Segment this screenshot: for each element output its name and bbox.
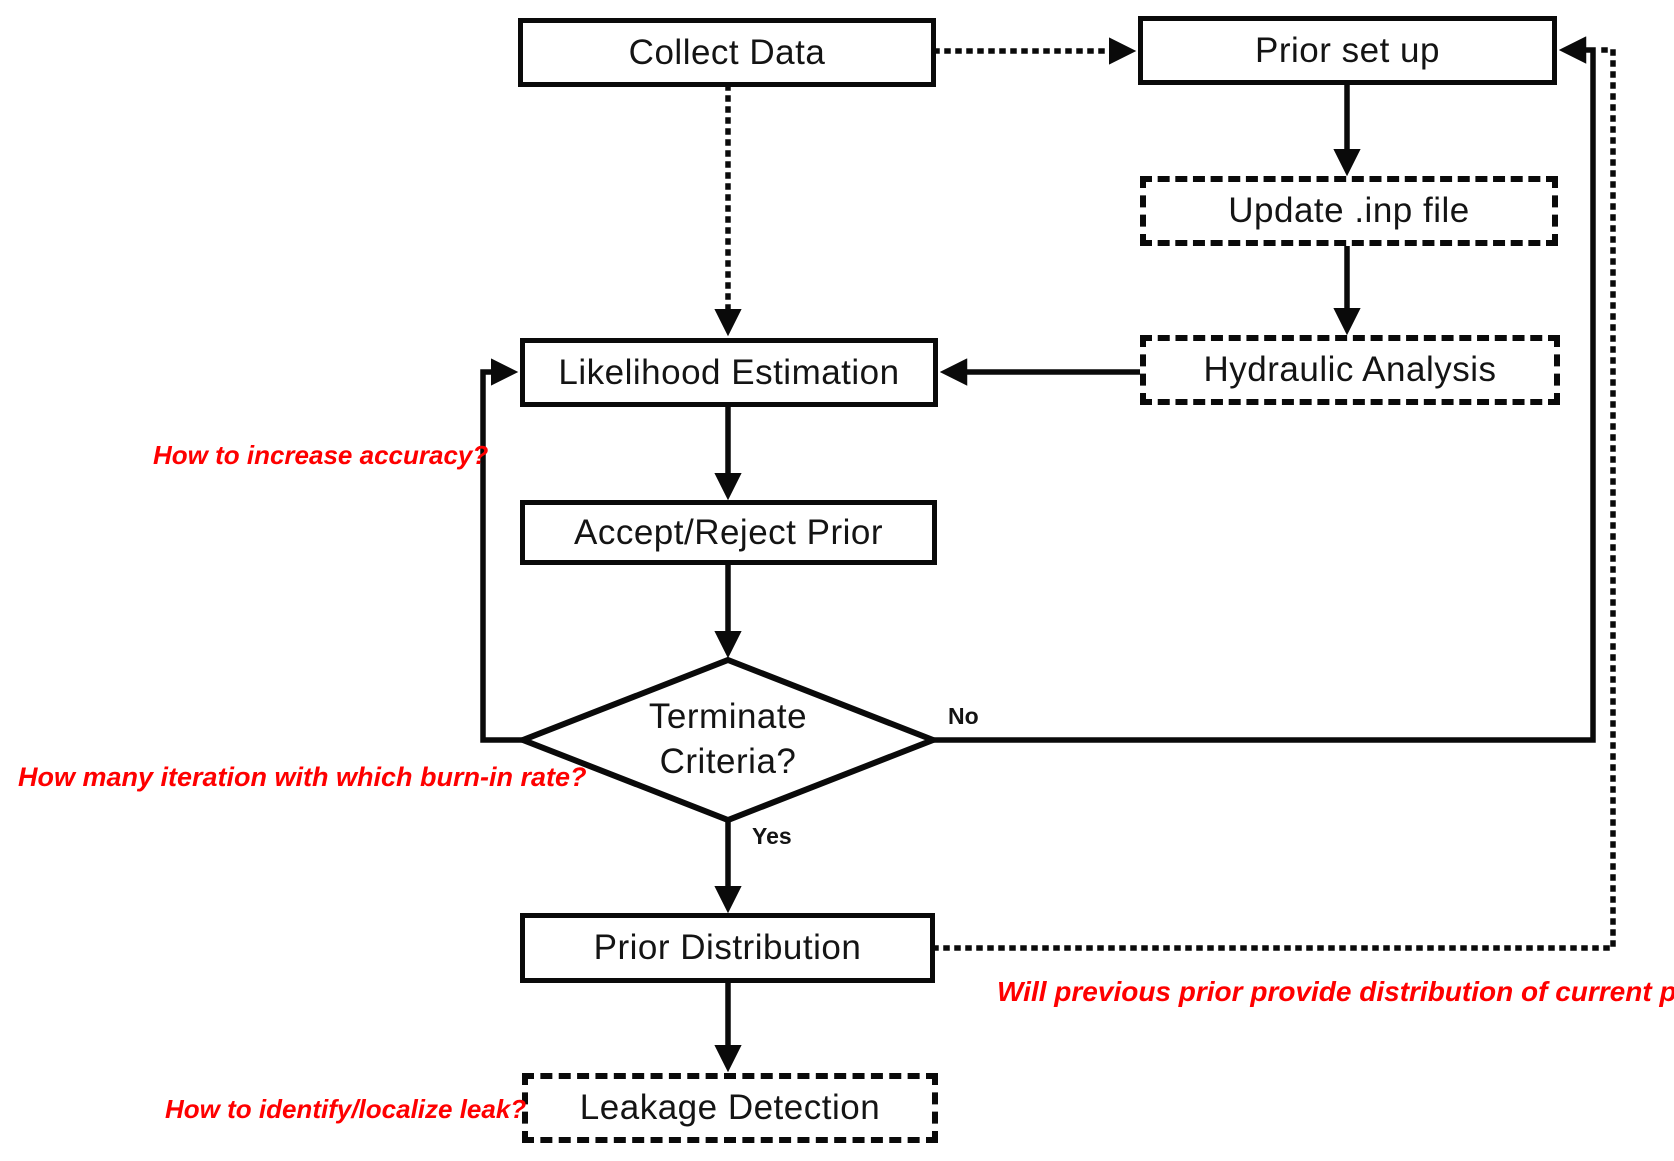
- node-collect-data: Collect Data: [518, 18, 936, 87]
- annotation-iteration-burn-in: How many iteration with which burn-in ra…: [18, 762, 587, 792]
- node-prior-set-up: Prior set up: [1138, 16, 1557, 85]
- decision-diamond-shape: [514, 656, 942, 824]
- node-update-inp-file: Update .inp file: [1140, 176, 1558, 246]
- terminate-criteria-line1: Terminate: [648, 697, 808, 736]
- node-accept-reject-prior: Accept/Reject Prior: [520, 500, 937, 565]
- node-hydraulic-analysis: Hydraulic Analysis: [1140, 335, 1560, 405]
- terminate-criteria-line2: Criteria?: [659, 742, 797, 781]
- annotation-previous-prior: Will previous prior provide distribution…: [997, 976, 1674, 1007]
- node-leakage-detection: Leakage Detection: [522, 1073, 938, 1143]
- edge-label-yes: Yes: [752, 823, 792, 849]
- annotation-increase-accuracy: How to increase accuracy?: [153, 440, 489, 470]
- node-likelihood-estimation: Likelihood Estimation: [520, 338, 938, 407]
- edge-diamond-loop-to-likelihood: [480, 358, 523, 743]
- annotation-identify-leak: How to identify/localize leak?: [165, 1094, 527, 1124]
- node-terminate-criteria-label: Terminate Criteria?: [649, 694, 807, 784]
- edge-label-no: No: [948, 703, 979, 729]
- node-prior-distribution: Prior Distribution: [520, 913, 935, 983]
- edge-diamond-no-to-priorsetup: [933, 36, 1596, 743]
- edge-priordist-to-priorsetup-dotted: [932, 47, 1616, 951]
